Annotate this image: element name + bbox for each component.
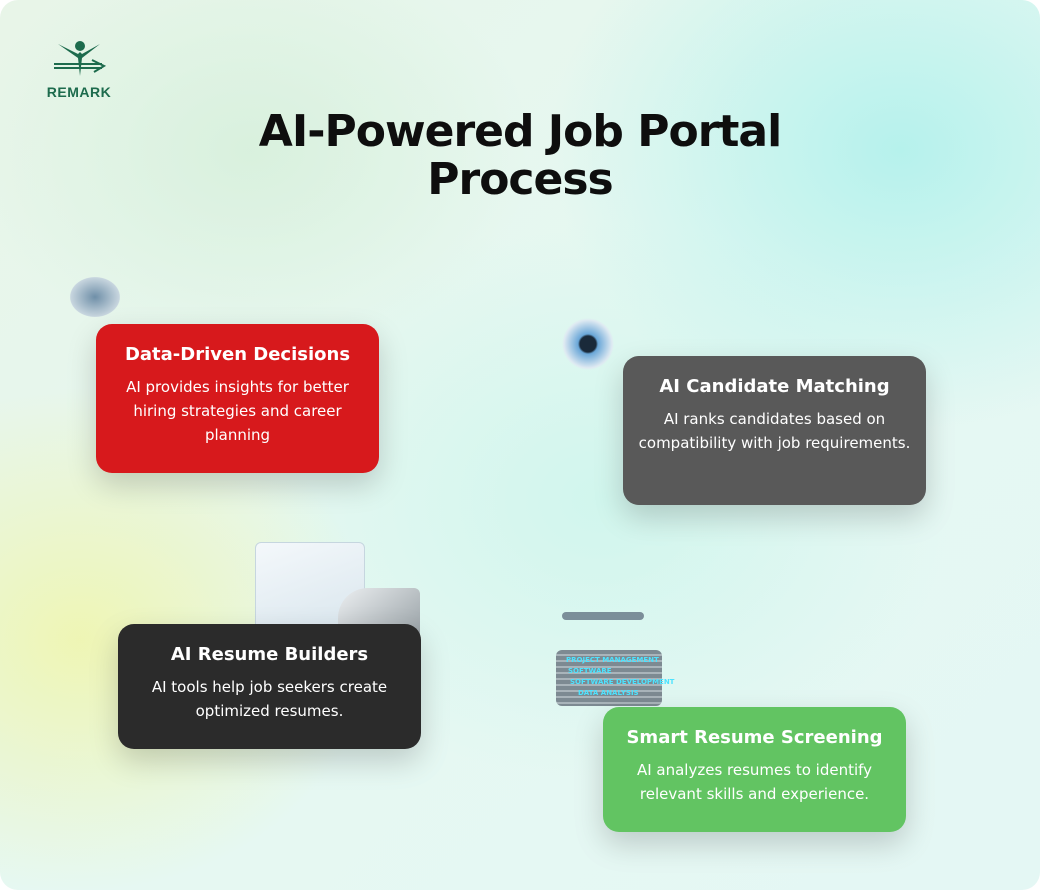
card-ai-candidate-matching: AI Candidate Matching AI ranks candidate… [623,356,926,505]
card-title: AI Candidate Matching [659,376,890,397]
logo-figure-icon [54,41,107,76]
resume-stack-illustration: PROJECT MANAGEMENT SOFTWARE SOFTWARE DEV… [556,650,674,706]
phone-illustration [562,612,644,620]
card-ai-resume-builders: AI Resume Builders AI tools help job see… [118,624,421,749]
card-description: AI analyzes resumes to identify relevant… [636,761,873,803]
stack-label: PROJECT MANAGEMENT [566,656,659,664]
stack-label: SOFTWARE DEVELOPMENT [570,678,675,686]
card-data-driven-decisions: Data-Driven Decisions AI provides insigh… [96,324,379,473]
remark-logo: REMARK [38,38,120,100]
card-description: AI tools help job seekers create optimiz… [151,678,388,720]
card-title: Smart Resume Screening [626,727,883,748]
card-smart-resume-screening: Smart Resume Screening AI analyzes resum… [603,707,906,832]
card-title: Data-Driven Decisions [124,344,351,365]
page-title: AI-Powered Job Portal Process [258,106,782,205]
logo-text: REMARK [46,84,112,100]
card-title: AI Resume Builders [170,644,369,665]
stack-label: SOFTWARE [568,667,612,675]
stack-label: DATA ANALYSIS [578,689,639,697]
card-description: AI provides insights for better hiring s… [126,378,349,444]
card-description: AI ranks candidates based on compatibili… [638,410,911,452]
